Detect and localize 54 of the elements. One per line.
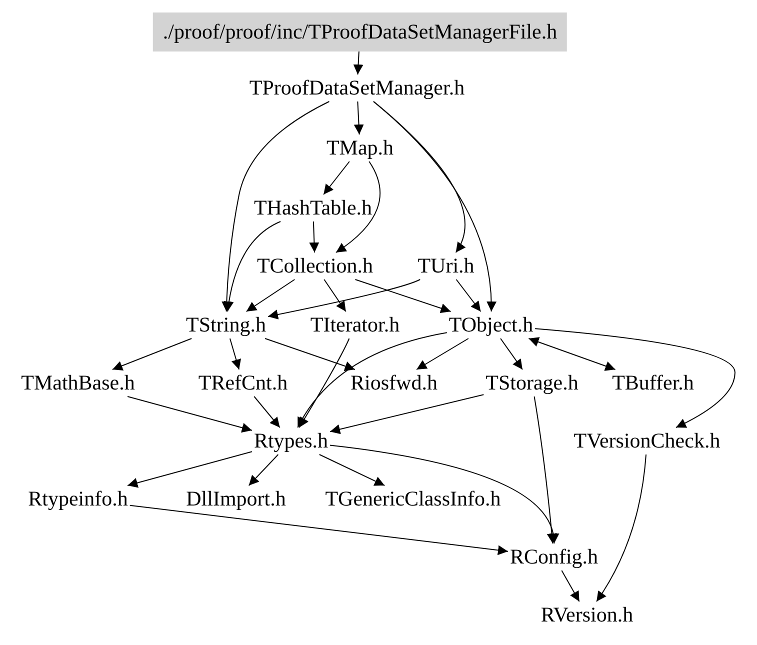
arrow xyxy=(500,338,523,370)
arrow xyxy=(267,279,421,320)
file-label: THashTable.h xyxy=(252,194,374,222)
arrow xyxy=(112,338,192,370)
arrow xyxy=(224,221,282,312)
arrow xyxy=(222,101,330,312)
arrow xyxy=(528,337,616,371)
file-label: TObject.h xyxy=(446,312,536,338)
file-label: RVersion.h xyxy=(538,602,636,628)
arrow xyxy=(298,338,350,428)
arrow xyxy=(534,328,736,428)
file-label: Rtypeinfo.h xyxy=(26,486,130,512)
arrow xyxy=(335,161,381,253)
file-label: TUri.h xyxy=(416,252,476,280)
file-label: Riosfwd.h xyxy=(348,370,440,396)
arrow xyxy=(229,338,242,370)
file-label: TString.h xyxy=(184,312,268,338)
arrow xyxy=(324,279,346,312)
arrow xyxy=(596,454,647,602)
file-label: TCollection.h xyxy=(254,252,376,280)
arrow xyxy=(353,51,364,75)
arrow xyxy=(534,396,557,544)
arrow xyxy=(318,454,386,486)
arrow xyxy=(129,504,508,556)
highlighted-file-box: ./proof/proof/inc/TProofDataSetManagerFile.h xyxy=(152,12,568,52)
arrow xyxy=(248,454,279,486)
file-label: TVersionCheck.h xyxy=(572,428,722,454)
arrow xyxy=(373,101,496,312)
file-label: TMathBase.h xyxy=(19,370,137,396)
file-label: RConfig.h xyxy=(508,544,600,570)
arrow xyxy=(246,279,296,312)
arrow xyxy=(330,394,484,434)
file-label: TMap.h xyxy=(324,134,396,162)
arrow xyxy=(330,444,558,544)
file-label: Rtypes.h xyxy=(252,428,330,454)
arrow xyxy=(561,570,580,602)
arrow xyxy=(254,396,280,428)
file-label: TProofDataSetManager.h xyxy=(247,74,467,102)
file-label: TIterator.h xyxy=(308,312,402,338)
arrow xyxy=(127,451,252,488)
arrow xyxy=(416,338,469,370)
arrow xyxy=(323,161,350,195)
arrow xyxy=(456,279,482,312)
arrow xyxy=(264,338,356,371)
file-label: TRefCnt.h xyxy=(196,370,290,396)
file-label: DllImport.h xyxy=(184,486,288,512)
arrow xyxy=(297,332,448,428)
arrow xyxy=(127,396,252,433)
arrow xyxy=(354,279,452,314)
arrow xyxy=(354,101,364,135)
arrow xyxy=(309,221,320,253)
file-label: TBuffer.h xyxy=(610,370,696,396)
file-label: TStorage.h xyxy=(484,370,580,396)
file-label: TGenericClassInfo.h xyxy=(323,486,503,512)
